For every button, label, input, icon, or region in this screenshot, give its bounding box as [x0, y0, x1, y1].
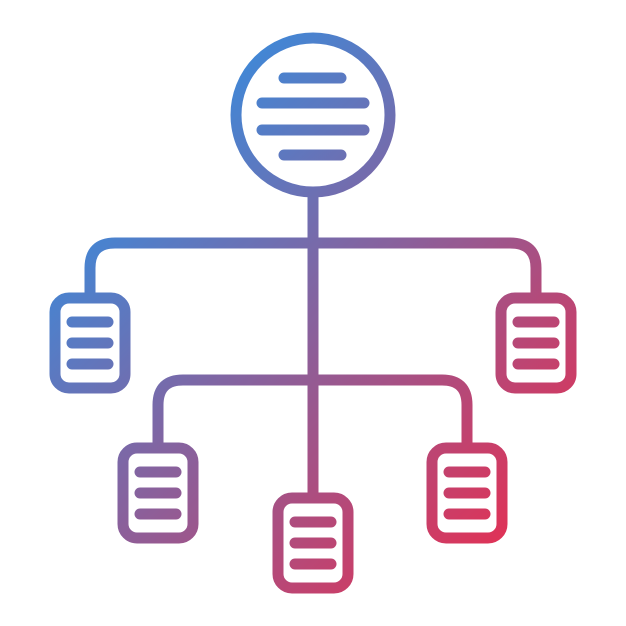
document-frame	[272, 492, 354, 594]
bottom-right-document	[426, 442, 508, 544]
root-circle	[230, 32, 396, 198]
upper-branch-connector	[84, 237, 542, 300]
document-frame	[495, 292, 577, 394]
root-node	[230, 32, 396, 198]
bottom-center-document	[272, 492, 354, 594]
top-left-document	[49, 292, 131, 394]
document-frame	[426, 442, 508, 544]
bottom-left-document	[117, 442, 199, 544]
document-frame	[49, 292, 131, 394]
connector-lines	[84, 186, 542, 502]
document-frame	[117, 442, 199, 544]
lower-branch-connector	[152, 374, 473, 452]
top-right-document	[495, 292, 577, 394]
